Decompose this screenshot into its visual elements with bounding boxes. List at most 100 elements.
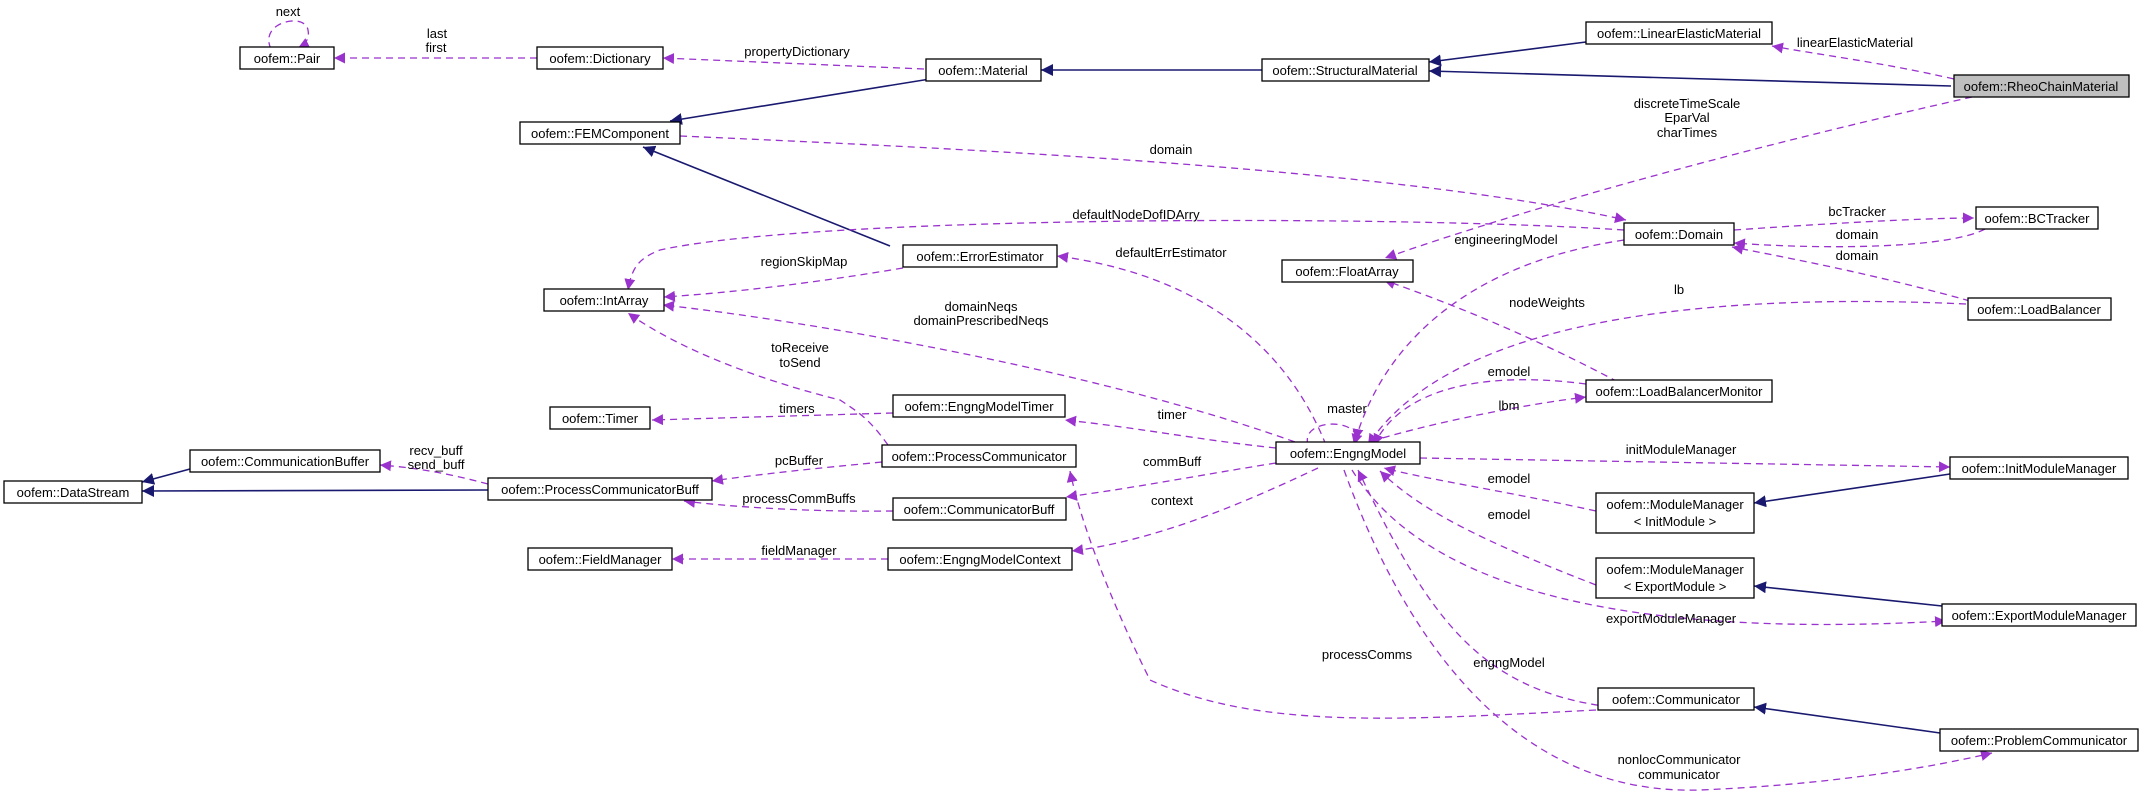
node-communicator-label: oofem::Communicator — [1612, 692, 1741, 707]
node-module-manager-init-label-2: < InitModule > — [1634, 514, 1716, 529]
node-domain-label: oofem::Domain — [1635, 227, 1723, 242]
edge-rheo-floatarray — [1384, 96, 1973, 260]
edge-problemcommunicator-to-communicator — [1753, 702, 1941, 734]
node-communicator-buff-label: oofem::CommunicatorBuff — [904, 502, 1055, 517]
edge-label-char-times: charTimes — [1657, 125, 1718, 140]
inheritance-edges — [141, 41, 1952, 734]
node-init-module-manager[interactable]: oofem::InitModuleManager — [1949, 456, 2129, 480]
node-data-stream-label: oofem::DataStream — [17, 485, 130, 500]
edge-exportmodulemanager-to-modulemanager — [1753, 581, 1943, 607]
edge-communicator-processcommunicator — [1066, 470, 1597, 719]
node-module-manager-init[interactable]: oofem::ModuleManager< InitModule > — [1595, 492, 1755, 534]
node-communication-buffer-label: oofem::CommunicationBuffer — [201, 454, 370, 469]
edge-communicationbuffer-to-datastream — [141, 468, 191, 485]
node-int-array[interactable]: oofem::IntArray — [543, 288, 665, 312]
edge-engngmodel-exportmodulemanager — [1351, 469, 1947, 628]
edge-processcommbuff-to-datastream — [141, 484, 489, 497]
edge-label-node-weights: nodeWeights — [1509, 295, 1585, 310]
node-engng-model-timer-label: oofem::EngngModelTimer — [904, 399, 1054, 414]
edge-processcommunicator-processcommbuff — [711, 461, 883, 485]
node-fem-component-label: oofem::FEMComponent — [531, 126, 669, 141]
node-module-manager-export-label-1: oofem::ModuleManager — [1606, 562, 1744, 577]
node-module-manager-export-label-2: < ExportModule > — [1624, 579, 1727, 594]
edge-label-send-buff: send_buff — [408, 457, 465, 472]
node-bc-tracker-label: oofem::BCTracker — [1985, 211, 2091, 226]
edge-label-emodel-export: emodel — [1488, 507, 1531, 522]
edge-label-init-module-manager: initModuleManager — [1626, 442, 1737, 457]
node-communicator-buff[interactable]: oofem::CommunicatorBuff — [892, 497, 1067, 521]
node-process-communicator[interactable]: oofem::ProcessCommunicator — [881, 444, 1077, 468]
node-process-communicator-label: oofem::ProcessCommunicator — [892, 449, 1068, 464]
node-error-estimator-label: oofem::ErrorEstimator — [916, 249, 1044, 264]
edge-label-timer: timer — [1158, 407, 1188, 422]
node-process-communicator-buff[interactable]: oofem::ProcessCommunicatorBuff — [487, 477, 713, 501]
edge-loadbalancermonitor-floatarray — [1383, 278, 1619, 383]
edge-loadbalancermonitor-engngmodel — [1373, 379, 1587, 446]
edge-label-comm-buff: commBuff — [1143, 454, 1202, 469]
edge-label-domain-lb: domain — [1836, 248, 1879, 263]
edge-label-context: context — [1151, 493, 1193, 508]
edge-label-last: last — [427, 26, 448, 41]
node-problem-communicator[interactable]: oofem::ProblemCommunicator — [1939, 728, 2139, 752]
node-domain[interactable]: oofem::Domain — [1623, 222, 1735, 246]
node-float-array-label: oofem::FloatArray — [1295, 264, 1399, 279]
edge-label-epar-val: EparVal — [1664, 110, 1709, 125]
edge-label-communicator: communicator — [1638, 767, 1720, 782]
edge-engngmodel-communicatorbuff — [1065, 462, 1277, 501]
edge-material-to-femcomponent — [669, 78, 931, 126]
edge-rheo-linearelastic — [1771, 42, 1955, 80]
node-engng-model[interactable]: oofem::EngngModel — [1275, 441, 1421, 465]
node-module-manager-export[interactable]: oofem::ModuleManager< ExportModule > — [1595, 557, 1755, 599]
node-field-manager[interactable]: oofem::FieldManager — [527, 547, 673, 571]
node-bc-tracker[interactable]: oofem::BCTracker — [1975, 206, 2099, 230]
node-load-balancer[interactable]: oofem::LoadBalancer — [1967, 297, 2112, 321]
node-engng-model-context-label: oofem::EngngModelContext — [899, 552, 1061, 567]
node-timer[interactable]: oofem::Timer — [549, 406, 651, 430]
node-engng-model-timer[interactable]: oofem::EngngModelTimer — [892, 394, 1066, 418]
edge-label-domain-fem: domain — [1150, 142, 1193, 157]
edge-femcomponent-domain — [679, 135, 1627, 223]
edge-label-property-dictionary: propertyDictionary — [744, 44, 850, 59]
node-field-manager-label: oofem::FieldManager — [539, 552, 663, 567]
node-structural-material[interactable]: oofem::StructuralMaterial — [1261, 58, 1430, 82]
node-fem-component[interactable]: oofem::FEMComponent — [519, 121, 681, 145]
node-load-balancer-label: oofem::LoadBalancer — [1977, 302, 2101, 317]
edge-label-lb: lb — [1674, 282, 1684, 297]
node-export-module-manager[interactable]: oofem::ExportModuleManager — [1941, 603, 2137, 627]
node-communication-buffer[interactable]: oofem::CommunicationBuffer — [189, 449, 381, 473]
edge-label-to-receive: toReceive — [771, 340, 829, 355]
edge-label-discrete-time-scale: discreteTimeScale — [1634, 96, 1740, 111]
node-error-estimator[interactable]: oofem::ErrorEstimator — [902, 244, 1058, 268]
edge-label-linear-elastic-material: linearElasticMaterial — [1797, 35, 1913, 50]
node-module-manager-init-label-1: oofem::ModuleManager — [1606, 497, 1744, 512]
edge-domain-engngmodel — [1351, 239, 1625, 446]
edge-label-process-comm-buffs: processCommBuffs — [742, 491, 856, 506]
node-pair[interactable]: oofem::Pair — [239, 46, 335, 70]
edge-label-engineering-model: engineeringModel — [1454, 232, 1557, 247]
edge-communicatorbuff-processcommbuff — [683, 496, 894, 512]
edge-material-dictionary — [662, 52, 925, 70]
node-dictionary[interactable]: oofem::Dictionary — [536, 46, 664, 70]
node-linear-elastic-material[interactable]: oofem::LinearElasticMaterial — [1585, 21, 1773, 45]
edge-pair-next — [268, 20, 311, 50]
edge-labels: next last first propertyDictionary linea… — [276, 4, 1914, 782]
edge-bctracker-domain — [1733, 228, 1986, 250]
node-communicator[interactable]: oofem::Communicator — [1597, 687, 1755, 711]
edge-rheo-to-structural — [1428, 65, 1952, 87]
edge-label-recv-buff: recv_buff — [409, 443, 463, 458]
edge-label-domain-prescribed-neqs: domainPrescribedNeqs — [913, 313, 1049, 328]
node-engng-model-context[interactable]: oofem::EngngModelContext — [887, 547, 1073, 571]
node-rheo-chain-material-label: oofem::RheoChainMaterial — [1964, 79, 2119, 94]
node-rheo-chain-material[interactable]: oofem::RheoChainMaterial — [1953, 74, 2130, 98]
edge-label-pc-buffer: pcBuffer — [775, 453, 824, 468]
node-load-balancer-monitor-label: oofem::LoadBalancerMonitor — [1596, 384, 1764, 399]
node-load-balancer-monitor[interactable]: oofem::LoadBalancerMonitor — [1585, 379, 1773, 403]
node-data-stream[interactable]: oofem::DataStream — [3, 480, 143, 504]
node-export-module-manager-label: oofem::ExportModuleManager — [1952, 608, 2128, 623]
edge-processcommunicator-intarray — [627, 312, 889, 446]
edge-engngmodeltimer-timer — [651, 412, 894, 426]
node-float-array[interactable]: oofem::FloatArray — [1281, 259, 1414, 283]
node-material[interactable]: oofem::Material — [925, 58, 1042, 82]
